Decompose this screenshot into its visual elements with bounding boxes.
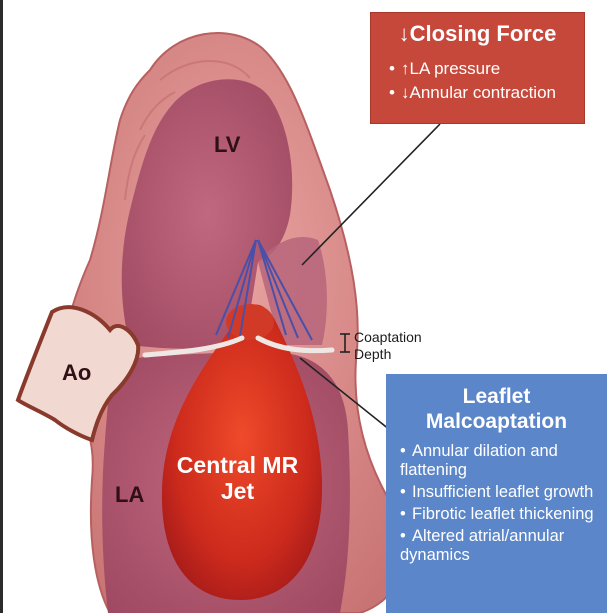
malcoaptation-item: •Insufficient leaflet growth — [400, 483, 597, 502]
closing-force-item: •↑LA pressure — [389, 57, 572, 81]
malcoaptation-box: Leaflet Malcoaptation •Annular dilation … — [386, 374, 607, 613]
malcoaptation-title: Leaflet Malcoaptation — [396, 384, 597, 434]
la-label: LA — [115, 482, 144, 508]
closing-force-box: ↓Closing Force •↑LA pressure •↓Annular c… — [370, 12, 585, 124]
mr-jet-label: Central MR Jet — [175, 452, 300, 504]
coaptation-depth-label: Coaptation Depth — [354, 329, 434, 363]
closing-force-item: •↓Annular contraction — [389, 81, 572, 105]
malcoaptation-list: •Annular dilation and flattening •Insuff… — [396, 442, 597, 565]
malcoaptation-item: •Altered atrial/annular dynamics — [400, 527, 597, 565]
closing-force-list: •↑LA pressure •↓Annular contraction — [383, 57, 572, 105]
malcoaptation-item: •Fibrotic leaflet thickening — [400, 505, 597, 524]
ao-label: Ao — [62, 360, 91, 386]
closing-force-title: ↓Closing Force — [383, 21, 572, 47]
malcoaptation-item: •Annular dilation and flattening — [400, 442, 597, 480]
lv-label: LV — [214, 132, 240, 158]
